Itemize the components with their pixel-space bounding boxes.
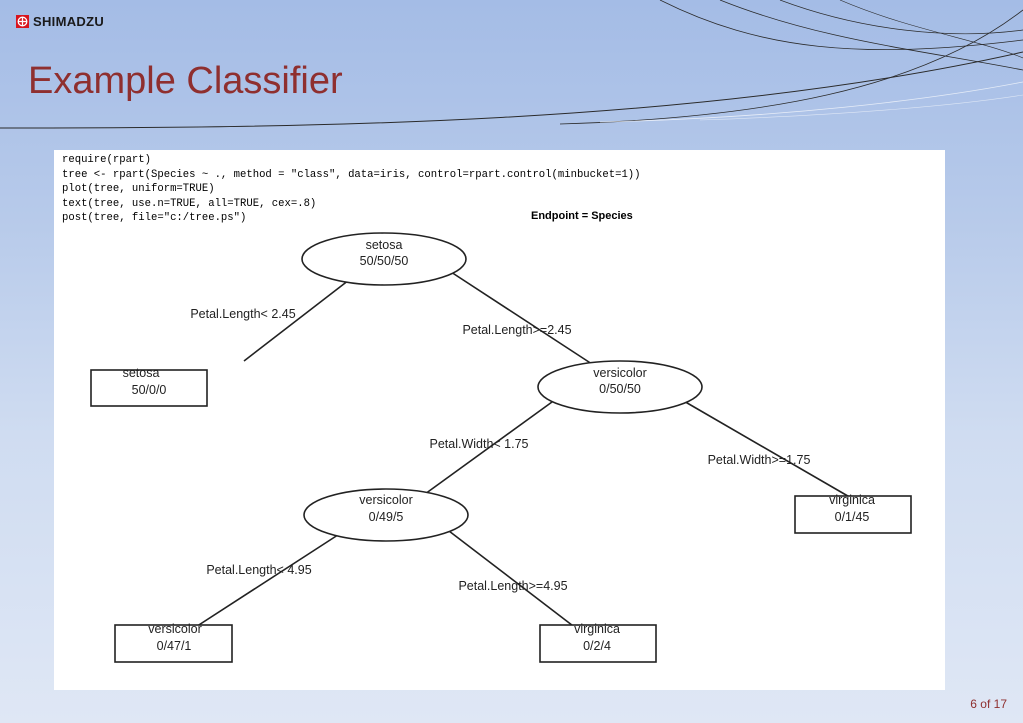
- slide-title: Example Classifier: [28, 60, 343, 102]
- tree-edge: [448, 530, 582, 633]
- node-counts: 0/50/50: [599, 382, 641, 396]
- tree-leaf-right3: [539, 624, 657, 663]
- node-counts: 0/49/5: [368, 510, 404, 524]
- split-label: Petal.Width< 1.75: [429, 437, 529, 451]
- background-curves: [0, 0, 1023, 129]
- node-counts: 50/0/0: [131, 383, 167, 397]
- node-counts: 50/50/50: [359, 254, 409, 268]
- code-line: tree <- rpart(Species ~ ., method = "cla…: [62, 168, 641, 181]
- tree-edge: [450, 271, 596, 367]
- content-panel: require(rpart) tree <- rpart(Species ~ .…: [54, 150, 945, 690]
- node-class: versicolor: [148, 622, 202, 636]
- tree-edge: [187, 530, 345, 633]
- tree-node-left2: [303, 488, 469, 542]
- tree-edge: [243, 279, 350, 362]
- split-label: Petal.Length>=4.95: [458, 579, 568, 593]
- tree-node-right1: [537, 360, 703, 414]
- endpoint-label: Endpoint = Species: [531, 210, 633, 222]
- node-class: setosa: [122, 366, 160, 380]
- code-line: text(tree, use.n=TRUE, all=TRUE, cex=.8): [62, 197, 317, 210]
- split-label: Petal.Width>=1.75: [707, 453, 811, 467]
- shimadzu-logo-icon: [16, 15, 29, 28]
- tree-node-root: [301, 232, 467, 286]
- code-line: plot(tree, uniform=TRUE): [62, 183, 215, 196]
- page-number: 6 of 17: [970, 697, 1007, 711]
- r-code-block: require(rpart) tree <- rpart(Species ~ .…: [62, 153, 641, 226]
- code-line: post(tree, file="c:/tree.ps"): [62, 212, 247, 225]
- split-label: Petal.Length< 2.45: [190, 307, 296, 321]
- code-line: require(rpart): [62, 154, 152, 166]
- node-counts: 0/2/4: [583, 639, 611, 653]
- node-counts: 0/47/1: [156, 639, 192, 653]
- node-class: versicolor: [359, 493, 413, 507]
- node-counts: 0/1/45: [834, 510, 870, 524]
- tree-leaf-right2: [794, 495, 912, 534]
- tree-edge: [424, 401, 553, 495]
- node-class: setosa: [365, 238, 403, 252]
- decision-tree: [90, 232, 912, 663]
- tree-edge: [681, 399, 854, 500]
- split-label: Petal.Length>=2.45: [462, 323, 572, 337]
- tree-leaf-left3: [114, 624, 233, 663]
- node-class: versicolor: [593, 366, 647, 380]
- split-label: Petal.Length< 4.95: [206, 563, 312, 577]
- brand-logo: SHIMADZU: [16, 14, 104, 29]
- brand-name: SHIMADZU: [33, 14, 105, 29]
- tree-leaf-left1: [90, 369, 208, 407]
- node-class: virginica: [829, 493, 875, 507]
- node-class: virginica: [574, 622, 620, 636]
